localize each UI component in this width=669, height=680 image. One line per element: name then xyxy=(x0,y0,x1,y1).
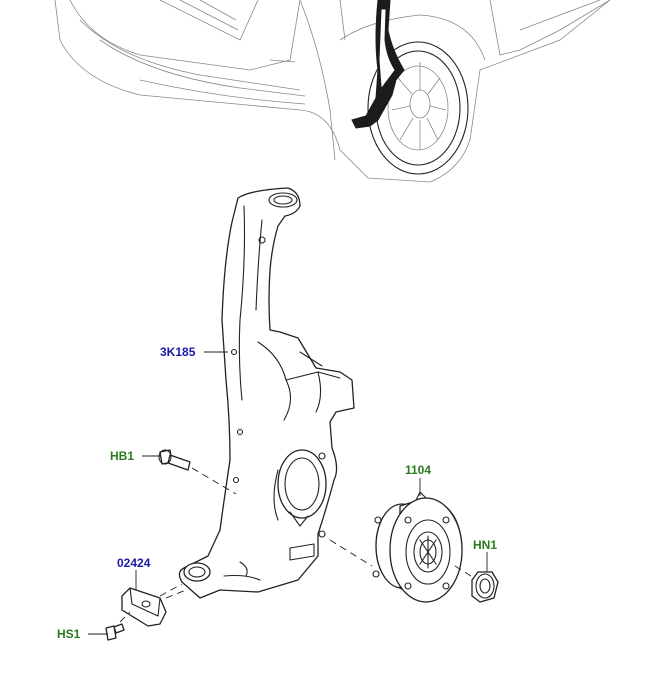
callout-HB1[interactable]: HB1 xyxy=(110,449,135,463)
hub-bolt-icon xyxy=(158,449,191,471)
callout-1104[interactable]: 1104 xyxy=(405,463,432,477)
bracket-icon xyxy=(121,587,167,627)
callout-3K185[interactable]: 3K185 xyxy=(160,345,196,359)
assembly-axes xyxy=(119,467,475,623)
callout-HS1[interactable]: HS1 xyxy=(57,627,81,641)
wheel-hub-bearing-icon xyxy=(372,491,463,603)
hub-nut-icon xyxy=(471,571,499,603)
screw-icon xyxy=(105,623,125,641)
steering-knuckle-icon xyxy=(178,187,355,599)
callout-02424[interactable]: 02424 xyxy=(117,556,151,570)
leader-lines xyxy=(88,351,488,635)
callout-HN1[interactable]: HN1 xyxy=(473,538,498,552)
vehicle-front-view-icon xyxy=(54,0,611,183)
